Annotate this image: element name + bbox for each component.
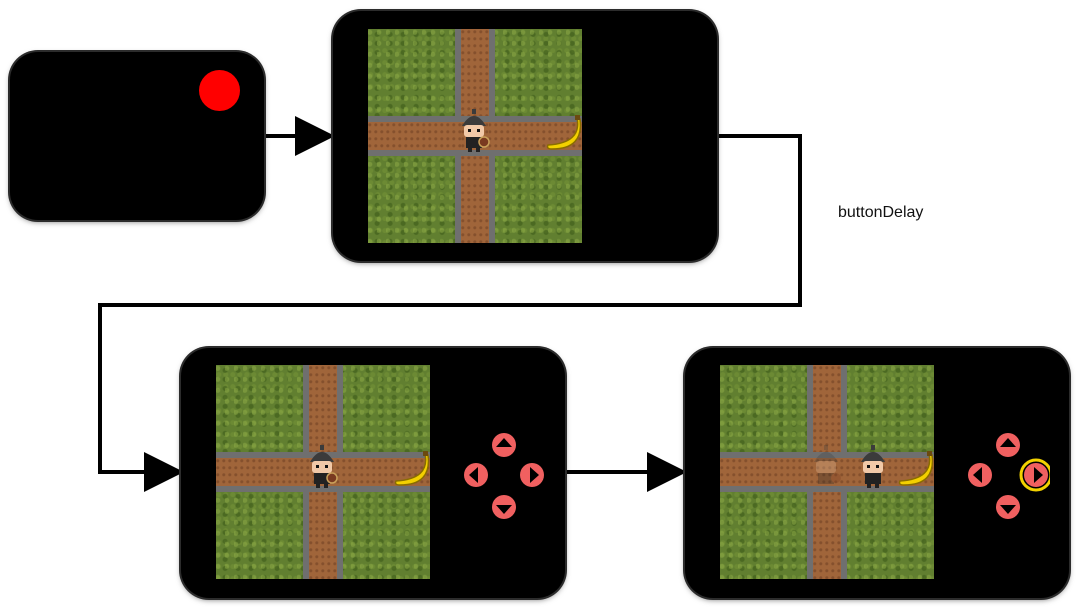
dpad (968, 433, 1050, 519)
horizontal-road (720, 452, 934, 492)
dpad-down-icon[interactable] (492, 495, 516, 519)
dpad-left-icon[interactable] (464, 463, 488, 487)
dpad-left-icon[interactable] (968, 463, 992, 487)
banana-icon (898, 451, 934, 486)
game-map (368, 29, 582, 243)
dpad-right-icon[interactable] (520, 463, 544, 487)
dpad-up-icon[interactable] (996, 433, 1020, 457)
dpad (464, 433, 544, 519)
dpad-down-icon[interactable] (996, 495, 1020, 519)
arrow-frame2-to-frame3 (98, 134, 802, 492)
knight-icon (861, 445, 885, 488)
knight-ghost-icon (814, 445, 841, 484)
dpad-right-highlighted-icon[interactable] (1019, 458, 1050, 492)
edge-label-button-delay: buttonDelay (838, 204, 924, 221)
dpad-up-icon[interactable] (492, 433, 516, 457)
frame-game-board (333, 11, 717, 261)
game-map (720, 365, 934, 579)
frame-game-board-with-controls (181, 348, 565, 598)
frame-recording-start (10, 52, 264, 220)
knight-icon (462, 109, 490, 152)
banana-icon (394, 451, 430, 486)
frame-game-board-after-move (685, 348, 1069, 598)
banana-icon (546, 115, 582, 150)
game-map (216, 365, 430, 579)
knight-icon (310, 445, 338, 488)
record-dot-icon (199, 70, 240, 111)
